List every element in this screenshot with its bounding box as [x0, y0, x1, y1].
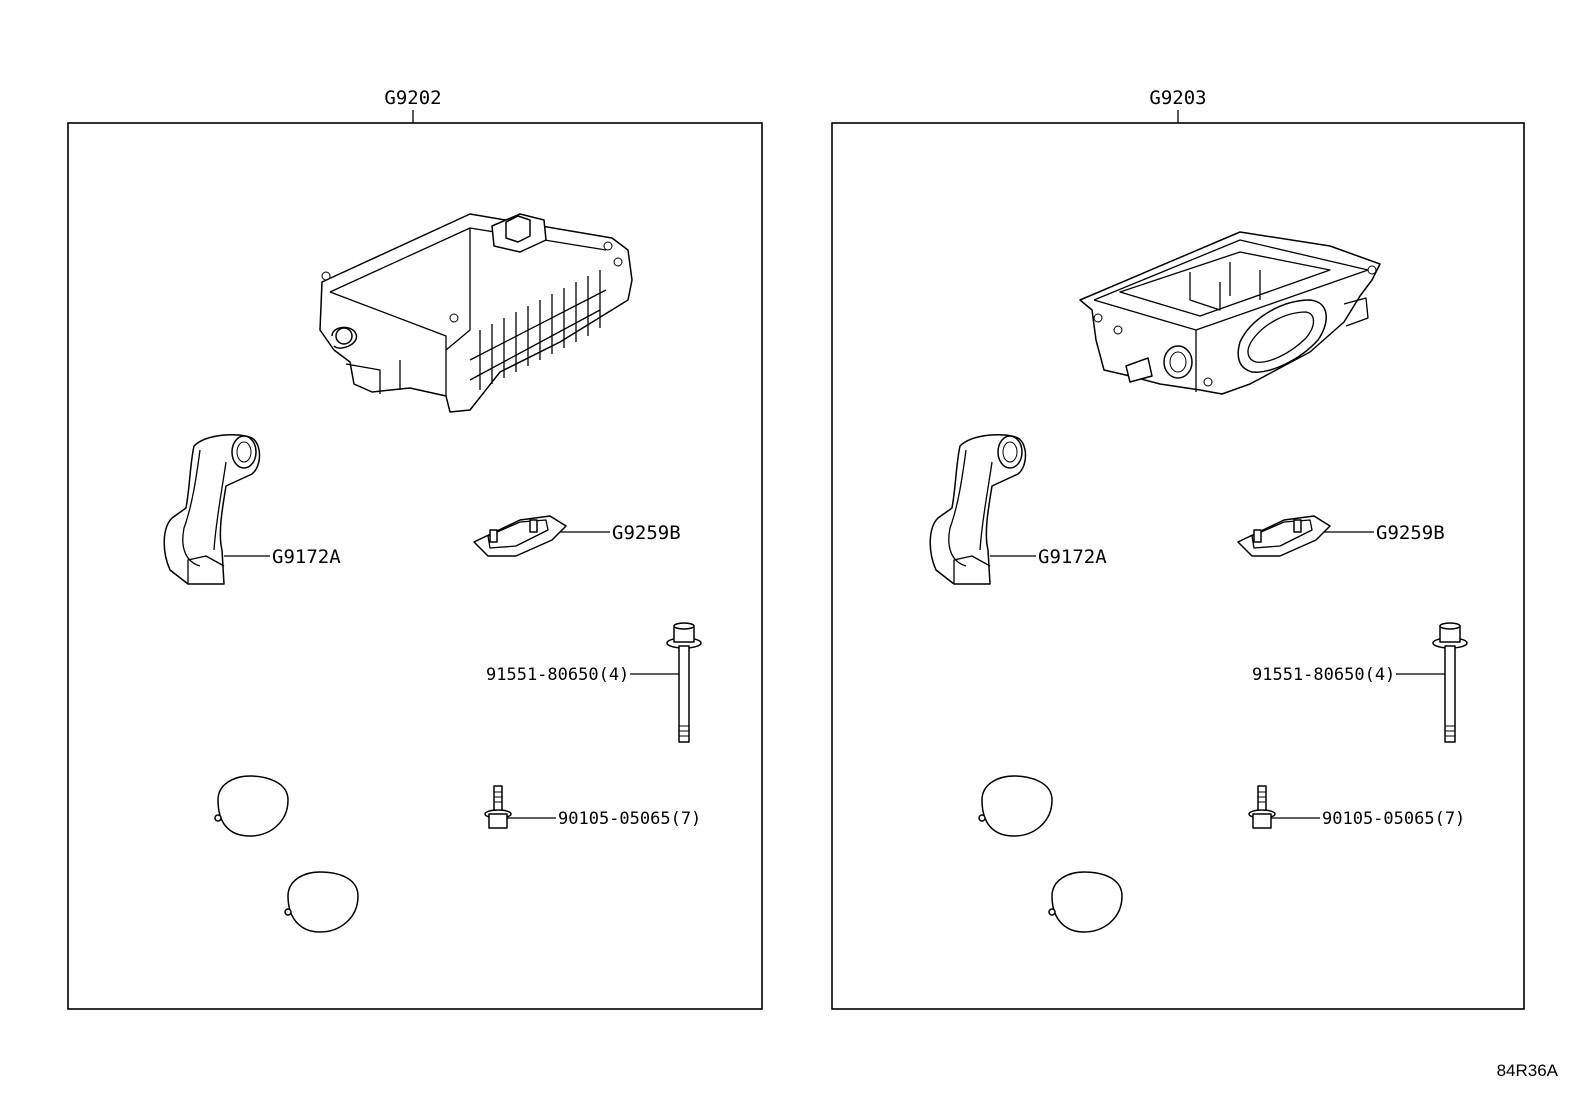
bracket-drawing[interactable] — [473, 515, 567, 557]
short-bolt-drawing[interactable] — [1248, 785, 1276, 829]
coolant-pipe-drawing[interactable] — [163, 433, 261, 585]
cap-drawing[interactable] — [978, 775, 1053, 837]
long-bolt-drawing[interactable] — [666, 622, 702, 743]
assembly-g9203: G9203 — [831, 87, 1525, 1010]
assembly-label[interactable]: G9203 — [1149, 87, 1206, 109]
cap-drawing[interactable] — [284, 871, 359, 933]
bracket-label[interactable]: G9259B — [612, 522, 681, 544]
assembly-label[interactable]: G9202 — [384, 87, 441, 109]
long-bolt-label[interactable]: 91551-80650(4) — [1252, 665, 1395, 685]
short-bolt-label[interactable]: 90105-05065(7) — [1322, 809, 1465, 829]
pipe-label[interactable]: G9172A — [1038, 546, 1107, 568]
bracket-drawing[interactable] — [1237, 515, 1331, 557]
pipe-label[interactable]: G9172A — [272, 546, 341, 568]
cap-drawing[interactable] — [214, 775, 289, 837]
drawing-code: 84R36A — [1497, 1061, 1559, 1080]
long-bolt-drawing[interactable] — [1432, 622, 1468, 743]
short-bolt-label[interactable]: 90105-05065(7) — [558, 809, 701, 829]
cap-drawing[interactable] — [1048, 871, 1123, 933]
bracket-label[interactable]: G9259B — [1376, 522, 1445, 544]
long-bolt-label[interactable]: 91551-80650(4) — [486, 665, 629, 685]
assembly-g9202: G9202 — [67, 87, 763, 1010]
assembly-frame — [831, 122, 1525, 1010]
assembly-frame — [67, 122, 763, 1010]
inverter-housing-drawing[interactable] — [1079, 231, 1381, 395]
coolant-pipe-drawing[interactable] — [929, 433, 1027, 585]
short-bolt-drawing[interactable] — [484, 785, 512, 829]
inverter-housing-drawing[interactable] — [319, 213, 633, 413]
